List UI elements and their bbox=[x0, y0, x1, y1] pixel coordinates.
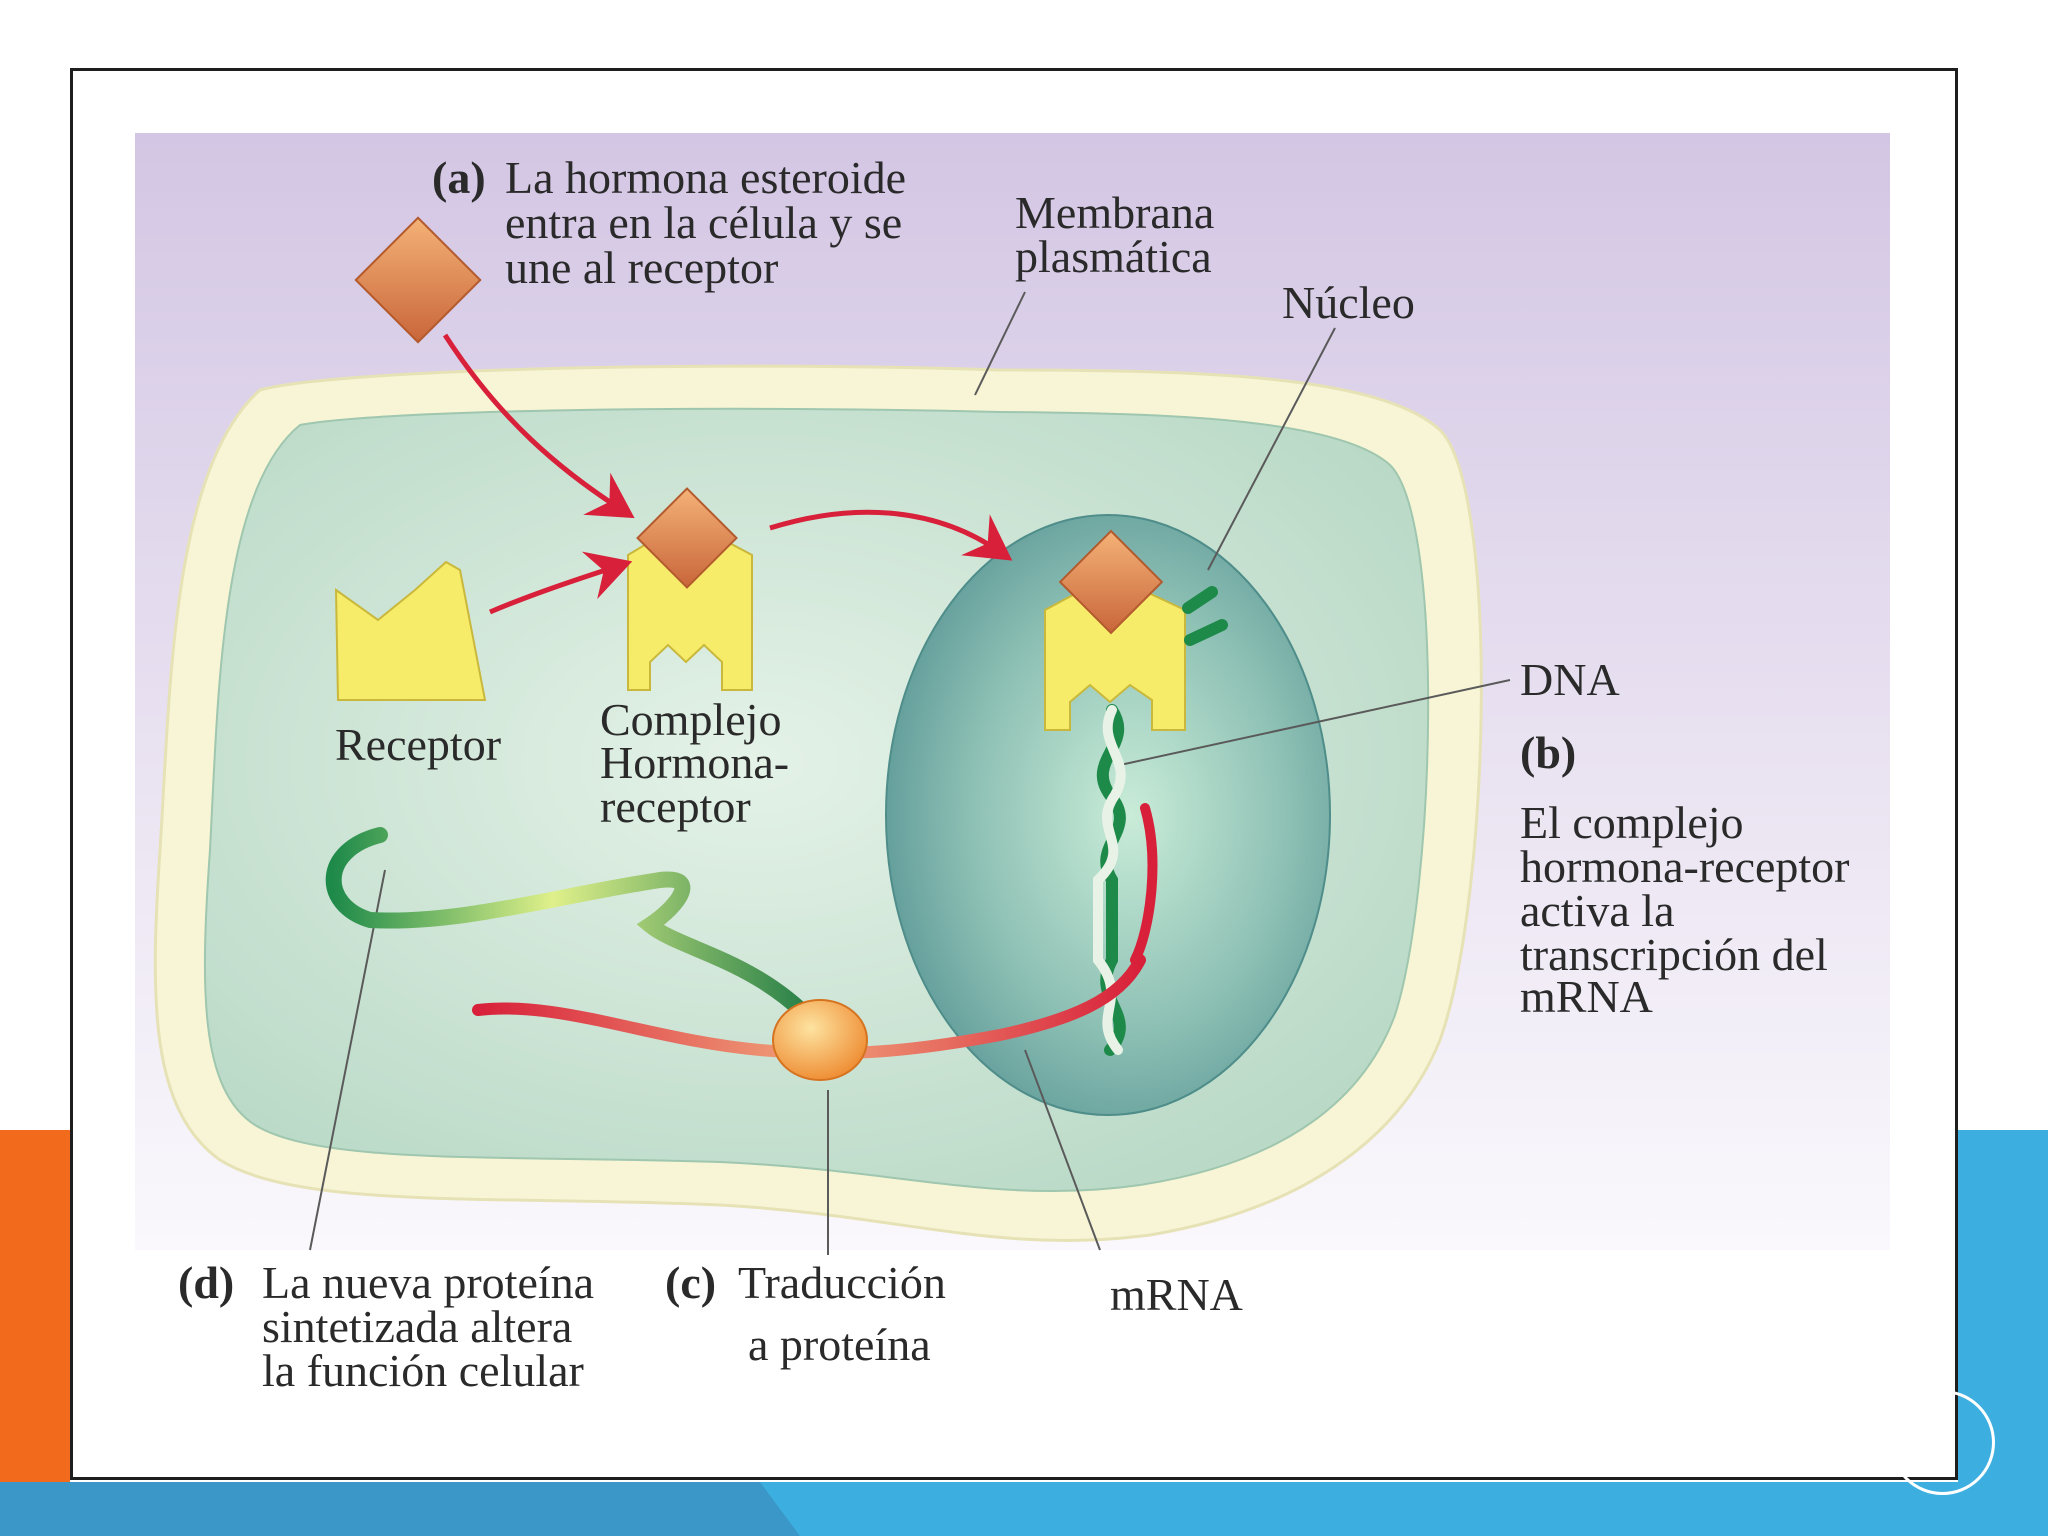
hormone-receptor-complex bbox=[627, 487, 753, 691]
arrow-receptor-to-complex bbox=[489, 551, 633, 615]
label-a-line3: une al receptor bbox=[505, 242, 778, 293]
label-b-marker: (b) bbox=[1520, 727, 1576, 778]
label-d-marker: (d) bbox=[178, 1257, 234, 1308]
label-a-line2: entra en la célula y se bbox=[505, 197, 902, 248]
receptor-free bbox=[334, 560, 487, 701]
process-arrows bbox=[442, 333, 1013, 615]
label-membrana-line1: Membrana bbox=[1015, 187, 1214, 238]
label-b-line3: activa la bbox=[1520, 885, 1675, 936]
label-complejo-line2: Hormona- bbox=[600, 737, 789, 788]
label-b-line4: transcripción del bbox=[1520, 929, 1828, 980]
nuclear-complex bbox=[1044, 529, 1228, 731]
leader-lines bbox=[309, 291, 1511, 1255]
label-dna: DNA bbox=[1520, 654, 1620, 705]
dna-strand bbox=[1093, 704, 1158, 1056]
label-receptor: Receptor bbox=[335, 719, 501, 770]
label-a-line1: La hormona esteroide bbox=[505, 152, 906, 203]
arrow-hormone-to-complex bbox=[442, 333, 635, 519]
steroid-hormone-free bbox=[354, 216, 482, 344]
label-membrana-line2: plasmática bbox=[1015, 231, 1212, 282]
slide-number-circle bbox=[1890, 1390, 1995, 1495]
label-c-line1: Traducción bbox=[738, 1257, 946, 1308]
label-c-line2: a proteína bbox=[748, 1319, 931, 1370]
label-nucleo: Núcleo bbox=[1282, 277, 1415, 328]
arrow-complex-to-nucleus bbox=[769, 509, 1013, 561]
orange-corner-shape bbox=[0, 1130, 70, 1536]
label-b-line2: hormona-receptor bbox=[1520, 841, 1850, 892]
blue-dark-shape bbox=[0, 1482, 800, 1536]
label-a-marker: (a) bbox=[432, 152, 486, 203]
label-b-line5: mRNA bbox=[1520, 971, 1653, 1022]
label-b-line1: El complejo bbox=[1520, 797, 1744, 848]
new-protein-ribbon bbox=[325, 827, 828, 1038]
label-c-marker: (c) bbox=[665, 1257, 716, 1308]
label-complejo-line1: Complejo bbox=[600, 694, 781, 745]
label-d-line1: La nueva proteína bbox=[262, 1257, 594, 1308]
label-complejo-line3: receptor bbox=[600, 781, 751, 832]
label-d-line2: sintetizada altera bbox=[262, 1301, 572, 1352]
label-d-line3: la función celular bbox=[262, 1345, 584, 1396]
ribosome bbox=[772, 999, 868, 1081]
label-mrna: mRNA bbox=[1110, 1269, 1243, 1320]
